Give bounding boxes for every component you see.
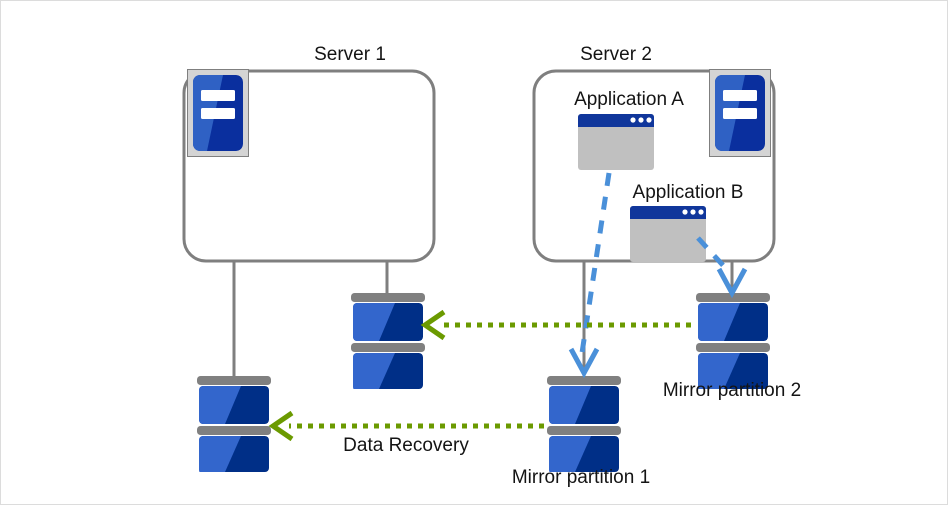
server-2-rack-icon [709, 69, 771, 157]
server-1-label: Server 1 [314, 44, 386, 65]
application-a-label: Application A [574, 89, 684, 110]
recovery-arrow-upper [420, 309, 691, 341]
replication-arrow-app-a [568, 172, 612, 379]
server-1-rack-icon [187, 69, 249, 157]
server-1-disk-lower [197, 376, 271, 472]
mirror-partition-2-disk [696, 293, 770, 389]
recovery-arrow-lower [268, 410, 544, 442]
application-b-label: Application B [632, 182, 744, 203]
replication-arrow-app-b [696, 236, 748, 299]
data-recovery-label: Data Recovery [343, 435, 469, 456]
application-a-window-icon [578, 114, 654, 170]
mirror-partition-1-disk [547, 376, 621, 472]
server-1-disk-upper [351, 293, 425, 389]
mirror-partition-1-label: Mirror partition 1 [511, 467, 651, 488]
server-2-label: Server 2 [580, 44, 652, 65]
mirror-partition-2-label: Mirror partition 2 [662, 380, 802, 401]
application-b-window-icon [630, 206, 706, 262]
